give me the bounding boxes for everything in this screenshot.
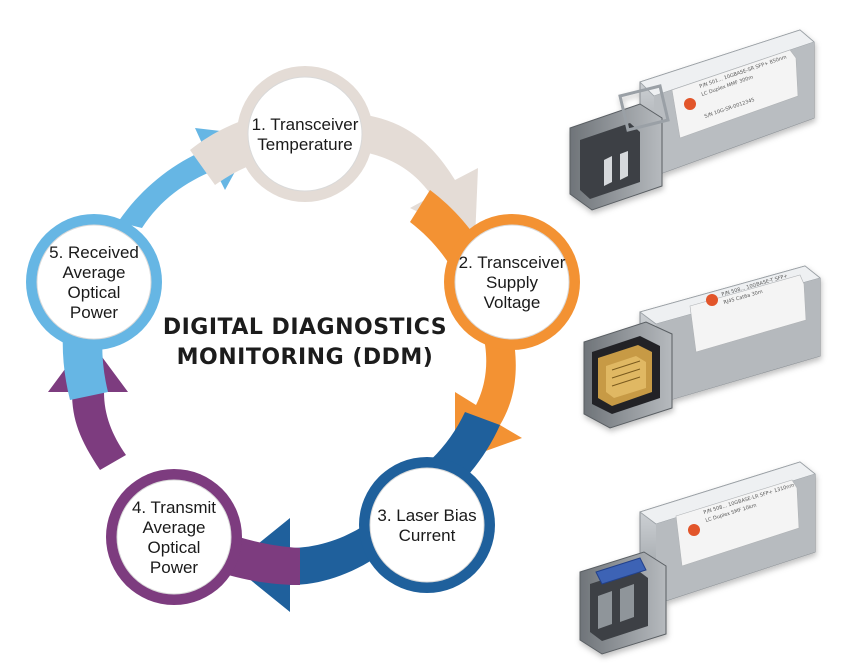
- node-label-line: 5. Received: [49, 243, 139, 262]
- brand-logo-icon: [684, 98, 696, 110]
- node-label-line: Optical: [68, 283, 121, 302]
- brand-logo-icon: [688, 524, 700, 536]
- sfp-module-rj45: P/N 508... 10GBASE-T SFP+ RJ45 Cat6a 30m: [583, 265, 821, 429]
- node-label-line: Temperature: [257, 135, 352, 154]
- node-label-line: Supply: [486, 273, 538, 292]
- node-label-line: 1. Transceiver: [252, 115, 359, 134]
- node-inner: [247, 76, 363, 192]
- node-label-line: Current: [399, 526, 456, 545]
- center-title: DIGITAL DIAGNOSTICS MONITORING (DDM): [163, 315, 447, 370]
- sfp-module-fiber-lr: P/N 508... 10GBASE-LR SFP+ 1310nm LC Dup…: [579, 461, 816, 655]
- node-label-line: Average: [142, 518, 205, 537]
- node-label-line: 4. Transmit: [132, 498, 216, 517]
- node-label-line: 2. Transceiver: [459, 253, 566, 272]
- node-label-line: 3. Laser Bias: [377, 506, 476, 525]
- node-label-line: Average: [62, 263, 125, 282]
- center-title-line-2: MONITORING (DDM): [177, 345, 434, 370]
- node-inner: [116, 479, 232, 595]
- center-title-line-1: DIGITAL DIAGNOSTICS: [163, 315, 447, 340]
- node-label-line: Optical: [148, 538, 201, 557]
- node-inner: [36, 224, 152, 340]
- arrow-bias-to-transmit: [232, 518, 380, 612]
- node-label-line: Power: [150, 558, 199, 577]
- node-inner: [454, 224, 570, 340]
- node-inner: [369, 467, 485, 583]
- sfp-module-fiber: P/N 501... 10GBASE-SR SFP+ 850nm LC Dupl…: [569, 29, 815, 211]
- node-label-line: Voltage: [484, 293, 541, 312]
- node-label-line: Power: [70, 303, 119, 322]
- brand-logo-icon: [706, 294, 718, 306]
